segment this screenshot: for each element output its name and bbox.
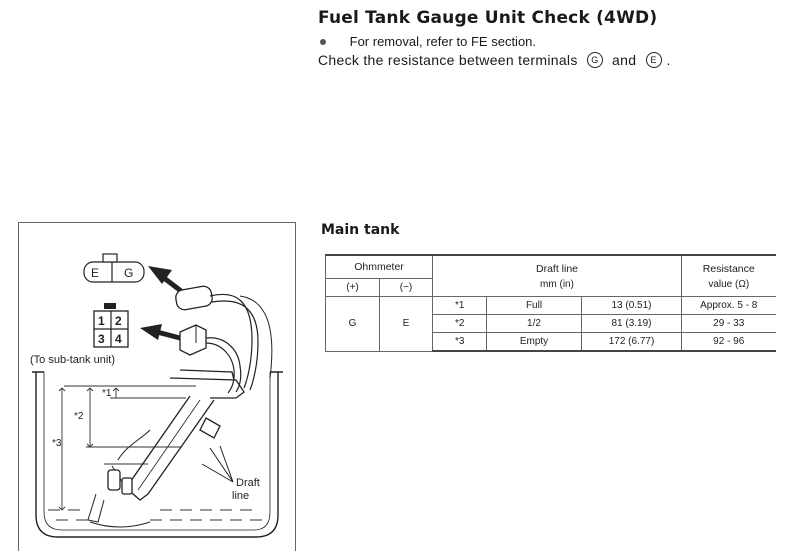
arrow-2-icon: [140, 324, 181, 341]
plug-1-icon: [175, 285, 213, 311]
table-row: *2 1/2 81 (3.19) 29 - 33: [326, 314, 776, 333]
check-period: .: [666, 52, 671, 68]
draft-line-header: Draft line mm (in): [432, 254, 682, 297]
table-row: *3 Empty 172 (6.77) 92 - 96: [326, 332, 776, 352]
ref-1-label: *1: [102, 388, 112, 399]
removal-note-text: For removal, refer to FE section.: [349, 34, 537, 49]
terminal-g-badge: G: [586, 52, 603, 69]
check-conjunction: and: [612, 52, 637, 68]
draft-level-lines: [86, 397, 186, 465]
dimension-lines: [58, 385, 196, 511]
ref-3-label: *3: [52, 438, 62, 449]
arrow-1-icon: [148, 266, 187, 296]
minus-terminal-cell: E: [379, 296, 433, 352]
connector-g-label: G: [124, 266, 133, 280]
ref-2-label: *2: [74, 411, 84, 422]
level-cell: Empty: [486, 332, 582, 352]
connector-e-label: E: [91, 266, 99, 280]
draft-callout-lines: [201, 445, 234, 483]
resistance-unit: value (Ω): [708, 278, 750, 290]
harness-wires: [205, 293, 273, 394]
connector-eg-icon: E G: [83, 253, 145, 283]
check-text: Check the resistance between terminals: [318, 52, 578, 68]
pin-4-label: 4: [115, 332, 122, 346]
draft-line-unit: mm (in): [540, 278, 574, 290]
terminal-e-badge: E: [645, 52, 662, 69]
resistance-value-cell: 29 - 33: [681, 314, 776, 333]
table-row: G E *1 Full 13 (0.51) Approx. 5 - 8: [325, 296, 776, 352]
table-header-row: Ohmmeter Draft line mm (in) Resistance v…: [325, 254, 776, 297]
pin-2-label: 2: [115, 314, 122, 328]
fuel-tank-outline: [32, 371, 283, 538]
plug-2-icon: [179, 324, 207, 356]
draft-label-line1: Draft: [236, 477, 260, 489]
resistance-title: Resistance: [702, 262, 755, 275]
ohmmeter-header: Ohmmeter: [325, 254, 433, 279]
resistance-value-cell: 92 - 96: [681, 332, 776, 352]
fuel-level-dashes: [48, 509, 262, 521]
connector-4pin-icon: 1 2 3 4: [93, 303, 129, 348]
draft-line-title: Draft line: [535, 262, 578, 275]
page-title: Fuel Tank Gauge Unit Check (4WD): [318, 8, 658, 28]
level-cell: 1/2: [486, 314, 582, 333]
diagram-frame: [18, 222, 296, 551]
minus-header: (−): [379, 278, 433, 297]
draft-label-line2: line: [232, 490, 249, 502]
removal-note: For removal, refer to FE section.: [320, 34, 536, 49]
pin-3-label: 3: [98, 332, 105, 346]
check-instruction: Check the resistance between terminals G…: [318, 52, 671, 69]
resistance-table: Ohmmeter Draft line mm (in) Resistance v…: [325, 254, 776, 352]
resistance-header: Resistance value (Ω): [681, 254, 776, 297]
table-subheader-row: (+) (−): [325, 278, 776, 297]
pin-1-label: 1: [98, 314, 105, 328]
section-title: Main tank: [321, 222, 400, 238]
sub-tank-label: (To sub-tank unit): [30, 354, 115, 366]
bullet-icon: [320, 38, 326, 45]
